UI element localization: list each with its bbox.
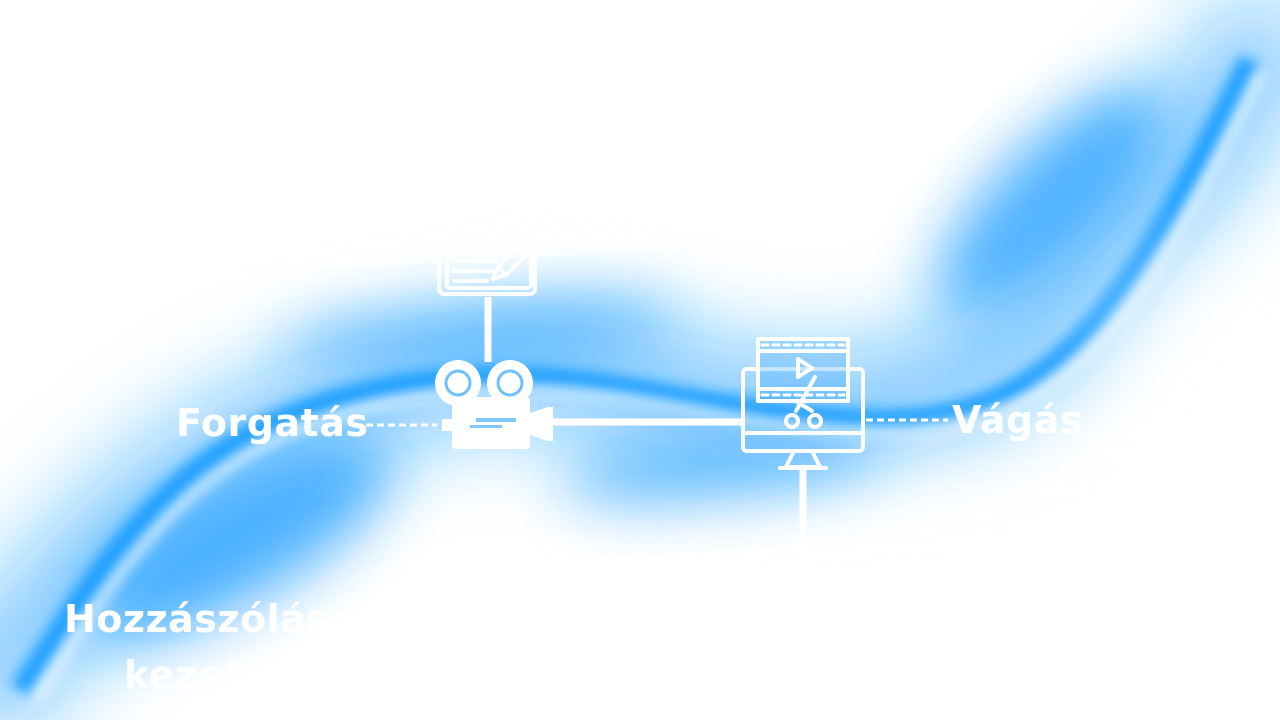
node-label-script: Szövegírás [140, 219, 379, 263]
node-label-comments-line1: Hozzászólások [64, 597, 382, 641]
script-pencil-icon [437, 201, 538, 296]
node-label-shoot: Forgatás [176, 401, 369, 445]
node-label-comments-line2: kezelése [124, 653, 314, 697]
film-camera-icon [435, 360, 553, 449]
browser-window-icon [747, 567, 859, 715]
target-arrow-icon [437, 580, 555, 685]
node-label-edit: Vágás [952, 398, 1083, 442]
monitor-scissors-icon [741, 337, 865, 470]
